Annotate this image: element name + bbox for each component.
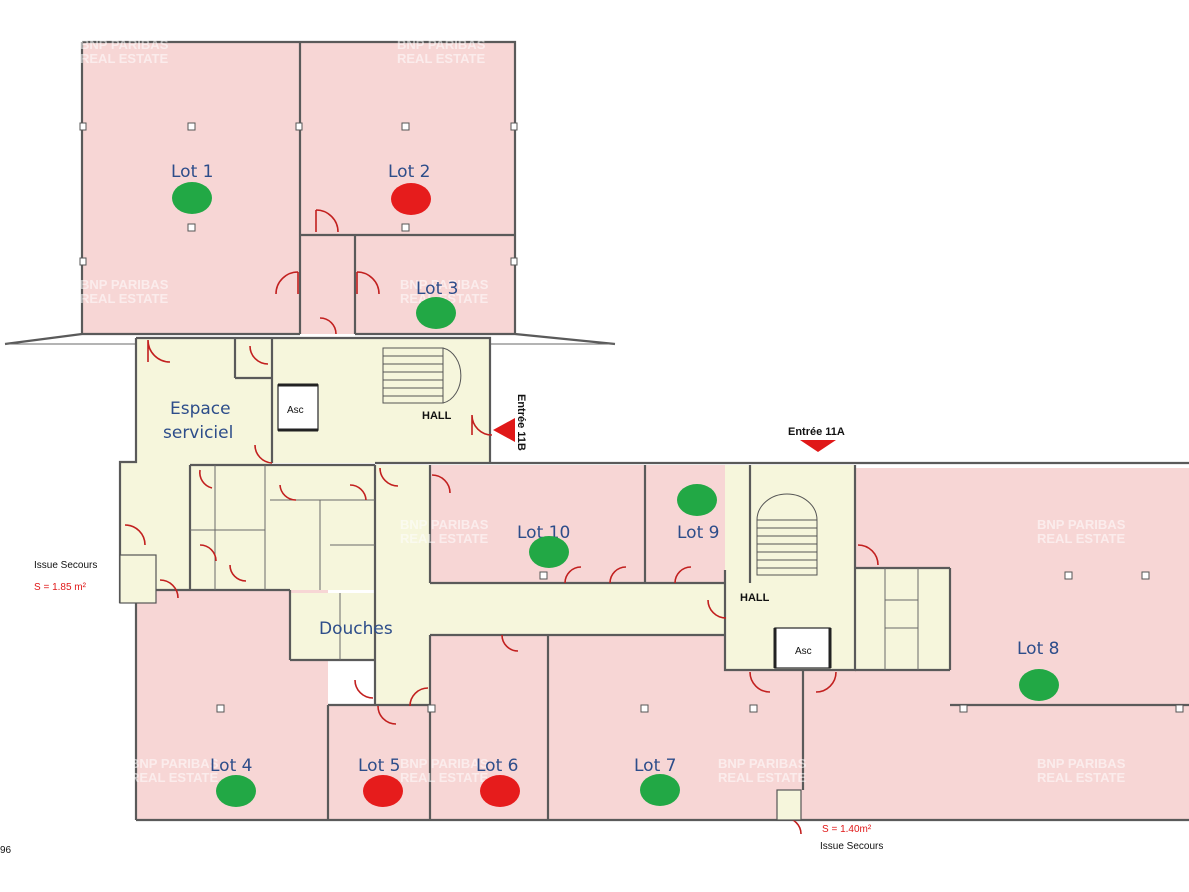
- lot-2[interactable]: Lot 2: [388, 162, 431, 215]
- lot-3[interactable]: Lot 3: [416, 279, 458, 329]
- room-lot8-left: [855, 468, 1189, 568]
- svg-text:BNP PARIBAS: BNP PARIBAS: [400, 756, 489, 771]
- lot-5-label: Lot 5: [358, 756, 400, 776]
- lot-8[interactable]: Lot 8: [1017, 639, 1059, 701]
- lot-9-label: Lot 9: [677, 523, 719, 543]
- lot-1-label: Lot 1: [171, 162, 213, 182]
- lot-7[interactable]: Lot 7: [634, 756, 680, 806]
- elevator-right-label: Asc: [795, 646, 812, 657]
- lot-6[interactable]: Lot 6: [476, 756, 520, 807]
- lot-9-status-marker[interactable]: [677, 484, 717, 516]
- lot-6-status-marker[interactable]: [480, 775, 520, 807]
- douches-area[interactable]: [290, 593, 375, 660]
- elevator-right[interactable]: Asc: [773, 627, 832, 669]
- emergency-exit-bottom[interactable]: S = 1.40m² Issue Secours: [776, 789, 883, 852]
- lot-4-label: Lot 4: [210, 756, 252, 776]
- lot-6-label: Lot 6: [476, 756, 518, 776]
- lot-8-status-marker[interactable]: [1019, 669, 1059, 701]
- svg-text:BNP PARIBAS: BNP PARIBAS: [1037, 517, 1126, 532]
- exit-left-label: Issue Secours: [34, 560, 97, 571]
- lot-8-label: Lot 8: [1017, 639, 1059, 659]
- exit-left-area: S = 1.85 m²: [34, 582, 87, 593]
- corridor-vertical[interactable]: [375, 465, 430, 705]
- svg-text:REAL ESTATE: REAL ESTATE: [80, 51, 168, 66]
- sanitary-block-area: [190, 465, 375, 590]
- svg-text:REAL ESTATE: REAL ESTATE: [1037, 770, 1125, 785]
- room-lot3-corridor: [300, 235, 355, 334]
- svg-text:REAL ESTATE: REAL ESTATE: [80, 291, 168, 306]
- entrance-11b[interactable]: Entrée 11B: [493, 394, 527, 451]
- stairs-upper: [382, 347, 462, 404]
- lot-9[interactable]: Lot 9: [677, 484, 719, 543]
- lot-5-status-marker[interactable]: [363, 775, 403, 807]
- lot-10[interactable]: Lot 10: [517, 523, 570, 568]
- lot-7-label: Lot 7: [634, 756, 676, 776]
- svg-text:REAL ESTATE: REAL ESTATE: [400, 770, 488, 785]
- svg-text:BNP PARIBAS: BNP PARIBAS: [1037, 756, 1126, 771]
- svg-text:BNP PARIBAS: BNP PARIBAS: [130, 756, 219, 771]
- exit-bottom-label: Issue Secours: [820, 841, 883, 852]
- hall-upper-label: HALL: [422, 410, 452, 422]
- lot-3-label: Lot 3: [416, 279, 458, 299]
- svg-text:REAL ESTATE: REAL ESTATE: [1037, 531, 1125, 546]
- svg-text:REAL ESTATE: REAL ESTATE: [130, 770, 218, 785]
- emergency-exit-left[interactable]: Issue Secours S = 1.85 m²: [34, 554, 157, 604]
- lot-5[interactable]: Lot 5: [358, 756, 403, 807]
- svg-text:REAL ESTATE: REAL ESTATE: [397, 51, 485, 66]
- svg-text:BNP PARIBAS: BNP PARIBAS: [397, 37, 486, 52]
- lot-1[interactable]: Lot 1: [171, 162, 213, 214]
- pillars: [79, 122, 1184, 713]
- svg-text:BNP PARIBAS: BNP PARIBAS: [718, 756, 807, 771]
- entrance-11a[interactable]: Entrée 11A: [788, 426, 845, 452]
- entrance-11b-label: Entrée 11B: [515, 394, 527, 451]
- lot-10-status-marker[interactable]: [529, 536, 569, 568]
- espace-serviciel-line1: Espace: [170, 399, 231, 419]
- lot-4[interactable]: Lot 4: [210, 756, 256, 807]
- wc-right-area: [855, 568, 950, 670]
- hall-right-label: HALL: [740, 592, 770, 604]
- svg-text:BNP PARIBAS: BNP PARIBAS: [80, 37, 169, 52]
- entrance-11a-label: Entrée 11A: [788, 426, 845, 438]
- douches-label: Douches: [319, 619, 393, 639]
- svg-text:BNP PARIBAS: BNP PARIBAS: [400, 277, 489, 292]
- watermarks: BNP PARIBAS REAL ESTATE BNP PARIBAS REAL…: [80, 37, 1126, 785]
- exit-bottom-area: S = 1.40m²: [822, 824, 872, 835]
- lot-7-status-marker[interactable]: [640, 774, 680, 806]
- svg-text:REAL ESTATE: REAL ESTATE: [400, 531, 488, 546]
- lot-3-status-marker[interactable]: [416, 297, 456, 329]
- stairs-right: [756, 493, 818, 576]
- corner-text: 96: [0, 845, 12, 856]
- espace-serviciel-line2: serviciel: [163, 423, 233, 443]
- elevator-upper[interactable]: Asc: [277, 383, 319, 432]
- lot-2-status-marker[interactable]: [391, 183, 431, 215]
- svg-text:BNP PARIBAS: BNP PARIBAS: [80, 277, 169, 292]
- lot-1-status-marker[interactable]: [172, 182, 212, 214]
- svg-text:BNP PARIBAS: BNP PARIBAS: [400, 517, 489, 532]
- svg-text:REAL ESTATE: REAL ESTATE: [718, 770, 806, 785]
- lot-2-label: Lot 2: [388, 162, 430, 182]
- corridor-horizontal[interactable]: [430, 583, 725, 635]
- elevator-upper-label: Asc: [287, 405, 304, 416]
- lot-4-status-marker[interactable]: [216, 775, 256, 807]
- walls: [4, 40, 1189, 822]
- doors: [124, 209, 879, 835]
